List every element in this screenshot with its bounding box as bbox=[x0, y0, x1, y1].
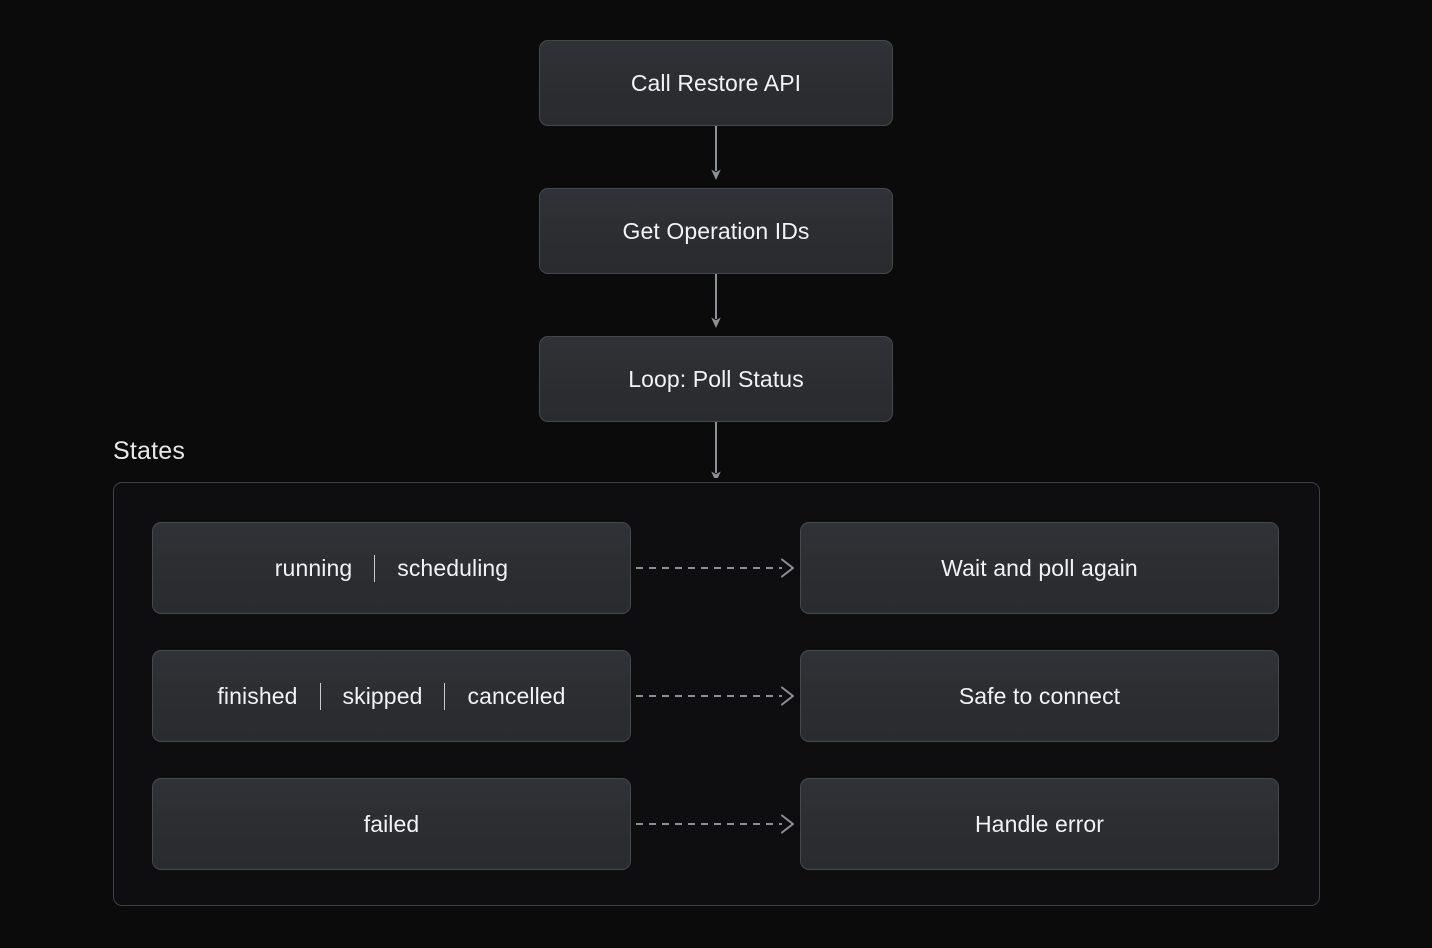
arrow-down-icon bbox=[711, 274, 721, 328]
node-get-operation-ids[interactable]: Get Operation IDs bbox=[539, 188, 893, 274]
node-state-running-scheduling[interactable]: running scheduling bbox=[152, 522, 631, 614]
node-action-wait-and-poll-again[interactable]: Wait and poll again bbox=[800, 522, 1279, 614]
subgraph-title-states: States bbox=[113, 437, 186, 465]
node-label: Handle error bbox=[974, 810, 1105, 837]
node-label: Safe to connect bbox=[958, 682, 1121, 709]
node-loop-poll-status[interactable]: Loop: Poll Status bbox=[539, 336, 893, 422]
state-token: cancelled bbox=[467, 682, 566, 709]
edge-get-operation-ids-to-loop-poll-status bbox=[710, 274, 722, 330]
arrow-right-dashed-icon bbox=[636, 686, 794, 706]
state-token: finished bbox=[217, 682, 298, 709]
node-label: Call Restore API bbox=[630, 69, 802, 96]
state-separator bbox=[319, 682, 321, 710]
state-token: failed bbox=[363, 810, 420, 837]
state-token: scheduling bbox=[397, 554, 509, 581]
node-label: Get Operation IDs bbox=[622, 217, 810, 244]
node-call-restore-api[interactable]: Call Restore API bbox=[539, 40, 893, 126]
state-token: running bbox=[274, 554, 353, 581]
state-token: skipped bbox=[342, 682, 423, 709]
node-state-finished-skipped-cancelled[interactable]: finished skipped cancelled bbox=[152, 650, 631, 742]
arrow-down-icon bbox=[711, 126, 721, 180]
node-label: Loop: Poll Status bbox=[628, 365, 804, 392]
edge-loop-poll-status-to-states bbox=[710, 422, 722, 482]
state-token-list: running scheduling bbox=[253, 554, 530, 582]
state-token-list: finished skipped cancelled bbox=[195, 682, 587, 710]
edge-failed-to-handle-error bbox=[636, 813, 800, 835]
node-label: Wait and poll again bbox=[941, 554, 1138, 581]
arrow-right-dashed-icon bbox=[636, 558, 794, 578]
edge-call-restore-to-get-operation-ids bbox=[710, 126, 722, 182]
edge-finished-to-safe-to-connect bbox=[636, 685, 800, 707]
edge-running-to-wait-and-poll-again bbox=[636, 557, 800, 579]
arrow-right-dashed-icon bbox=[636, 814, 794, 834]
state-separator bbox=[444, 682, 446, 710]
state-separator bbox=[374, 554, 376, 582]
node-action-handle-error[interactable]: Handle error bbox=[800, 778, 1279, 870]
node-action-safe-to-connect[interactable]: Safe to connect bbox=[800, 650, 1279, 742]
arrow-down-icon bbox=[711, 422, 721, 482]
state-token-list: failed bbox=[342, 811, 442, 838]
node-state-failed[interactable]: failed bbox=[152, 778, 631, 870]
